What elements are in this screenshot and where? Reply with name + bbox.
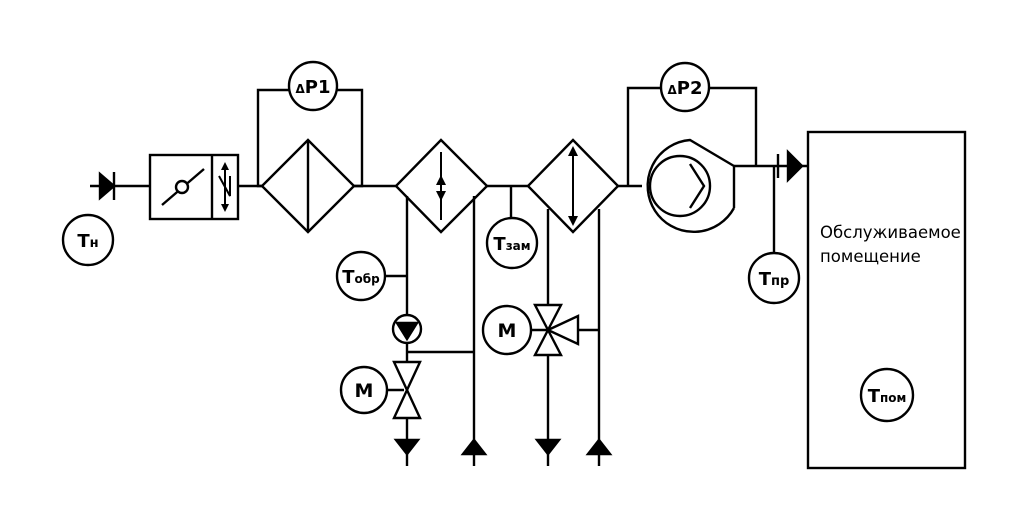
water-cooler xyxy=(526,138,620,234)
frost-temp-label: Tзам xyxy=(493,234,530,255)
supply-sensor-circle xyxy=(747,251,801,305)
served-room xyxy=(806,130,967,470)
room-sensor-circle xyxy=(859,367,915,423)
cooler-3way-valve xyxy=(481,303,580,357)
outdoor-sensor-circle xyxy=(61,213,115,267)
heater-valve xyxy=(339,360,422,420)
air-damper xyxy=(148,153,240,221)
circulation-pump xyxy=(391,313,423,345)
pressure-sensor-dp2 xyxy=(626,61,758,186)
return-sensor-circle xyxy=(335,250,387,302)
dp2-label: ΔP2 xyxy=(667,78,702,99)
heater-water-loop xyxy=(393,196,488,466)
outdoor-temp-label: Tн xyxy=(77,231,98,252)
supply-fan xyxy=(646,138,736,234)
air-filter xyxy=(260,138,356,234)
inlet-check-valve xyxy=(90,171,150,201)
dp1-label: ΔP1 xyxy=(295,77,330,98)
cooler-water-loop xyxy=(534,209,613,466)
outlet-check-valve xyxy=(776,149,804,183)
water-heater xyxy=(394,138,489,234)
labels: Tн Tобр Tзам Tпр Tпом ΔP1 ΔP2 M M xyxy=(77,77,906,407)
room-label-line2: помещение xyxy=(820,247,921,266)
frost-sensor-circle xyxy=(485,216,539,270)
heater-motor-label: M xyxy=(355,380,374,402)
cooler-motor-label: M xyxy=(498,320,517,342)
pressure-sensor-dp1 xyxy=(256,60,364,188)
supply-temp-label: Tпр xyxy=(759,269,790,290)
return-temp-label: Tобр xyxy=(342,267,380,288)
room-label-line1: Обслуживаемое xyxy=(820,223,961,242)
room-temp-label: Tпом xyxy=(868,386,907,407)
